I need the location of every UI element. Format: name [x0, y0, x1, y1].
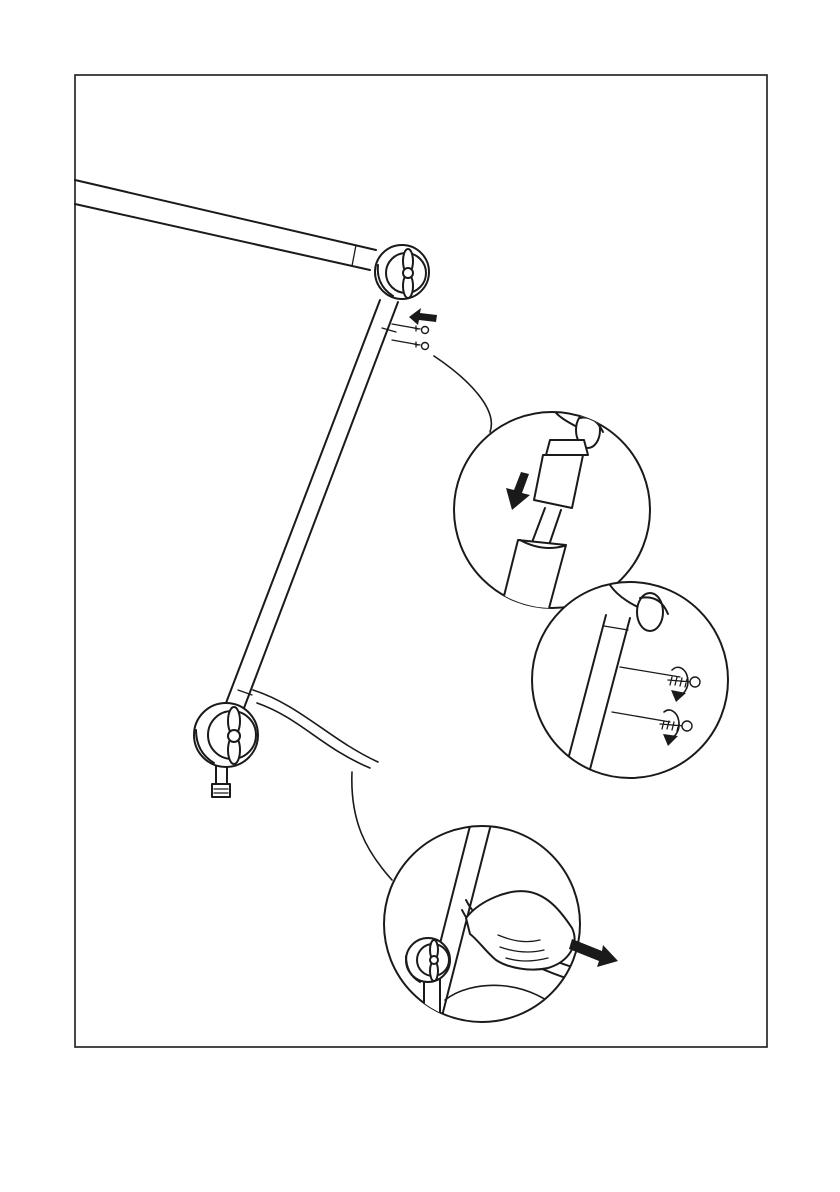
- detail-callout-slide-sleeve: [434, 356, 650, 612]
- detail-callout-pull-cable: [352, 772, 618, 1024]
- detail-callout-tighten-screws: [532, 582, 728, 792]
- upper-arm: [75, 180, 376, 270]
- wing-nut-icon: [430, 940, 438, 981]
- top-hinge-joint: [375, 245, 429, 299]
- lower-arm: [226, 300, 398, 708]
- wing-nut-icon: [228, 707, 240, 764]
- bottom-hinge-joint: [194, 703, 258, 797]
- power-cable: [253, 690, 378, 768]
- wing-nut-icon: [403, 249, 413, 298]
- screw-icon: [414, 342, 429, 350]
- screw-icon: [414, 326, 429, 334]
- screws-group: [392, 308, 437, 350]
- push-arrow-icon: [409, 308, 437, 325]
